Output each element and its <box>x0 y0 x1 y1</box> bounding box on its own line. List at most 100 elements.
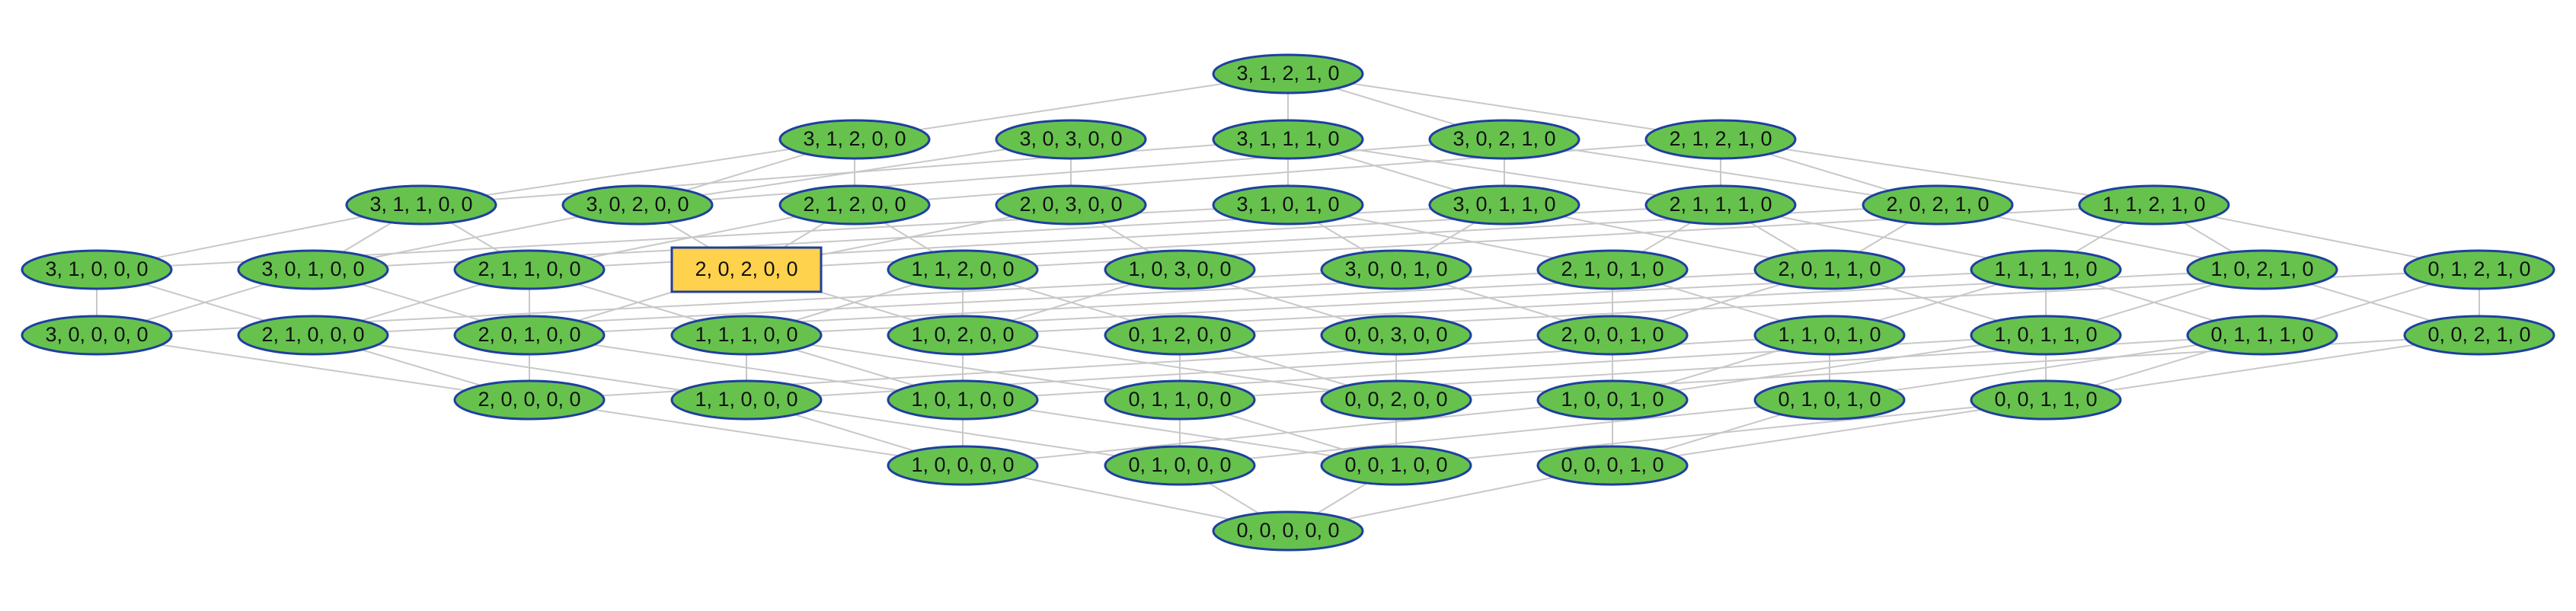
lattice-node: 1, 1, 2, 1, 0 <box>2078 184 2230 226</box>
node-ellipse <box>1753 249 1906 290</box>
node-label: 2, 0, 2, 1, 0 <box>1886 193 1989 216</box>
lattice-node: 2, 0, 2, 0, 0 <box>670 246 823 293</box>
node-label: 1, 0, 1, 0, 0 <box>911 388 1014 411</box>
lattice-node: 0, 1, 1, 1, 0 <box>2186 315 2338 356</box>
node-ellipse <box>1320 445 1472 486</box>
node-ellipse <box>1104 445 1256 486</box>
edge <box>420 139 855 206</box>
node-ellipse <box>670 315 823 356</box>
node-ellipse <box>1320 249 1472 290</box>
node-label: 3, 0, 1, 0, 0 <box>261 258 364 280</box>
lattice-node: 2, 1, 2, 0, 0 <box>778 184 931 226</box>
lattice-node: 0, 1, 1, 0, 0 <box>1104 379 1256 421</box>
edge <box>1179 399 1830 466</box>
lattice-node: 0, 1, 2, 0, 0 <box>1104 315 1256 356</box>
lattice-node: 1, 0, 3, 0, 0 <box>1104 249 1256 290</box>
edge <box>420 139 1289 206</box>
lattice-node: 0, 0, 3, 0, 0 <box>1320 315 1472 356</box>
lattice-node: 1, 1, 1, 1, 0 <box>1970 249 2122 290</box>
node-label: 0, 0, 2, 1, 0 <box>2427 323 2530 346</box>
lattice-node: 0, 0, 0, 1, 0 <box>1536 445 1689 486</box>
node-label: 1, 0, 2, 0, 0 <box>911 323 1014 346</box>
node-ellipse <box>2186 249 2338 290</box>
node-ellipse <box>1428 119 1580 160</box>
node-ellipse <box>995 119 1147 160</box>
lattice-node: 0, 0, 1, 1, 0 <box>1970 379 2122 421</box>
lattice-node: 0, 0, 2, 0, 0 <box>1320 379 1472 421</box>
edge <box>2045 334 2480 401</box>
lattice-node: 3, 0, 0, 1, 0 <box>1320 249 1472 290</box>
node-ellipse <box>1428 184 1580 226</box>
node-ellipse <box>1862 184 2014 226</box>
node-label: 2, 1, 1, 0, 0 <box>478 258 580 280</box>
node-label: 0, 1, 2, 0, 0 <box>1128 323 1231 346</box>
lattice-node: 1, 1, 0, 1, 0 <box>1753 315 1906 356</box>
node-label: 3, 0, 0, 0, 0 <box>45 323 148 346</box>
lattice-node: 1, 1, 2, 0, 0 <box>887 249 1039 290</box>
node-ellipse <box>1104 379 1256 421</box>
lattice-node: 2, 1, 2, 1, 0 <box>1644 119 1797 160</box>
node-label: 0, 1, 1, 1, 0 <box>2210 323 2313 346</box>
node-ellipse <box>887 249 1039 290</box>
node-label: 3, 0, 2, 1, 0 <box>1453 127 1555 150</box>
node-ellipse <box>561 184 714 226</box>
node-label: 1, 1, 0, 1, 0 <box>1778 323 1881 346</box>
node-label: 0, 0, 0, 0, 0 <box>1236 519 1339 542</box>
node-ellipse <box>1212 184 1364 226</box>
lattice-node: 0, 0, 1, 0, 0 <box>1320 445 1472 486</box>
lattice-node: 2, 1, 1, 0, 0 <box>453 249 606 290</box>
node-label: 2, 1, 0, 1, 0 <box>1561 258 1664 280</box>
lattice-node: 3, 1, 1, 1, 0 <box>1212 119 1364 160</box>
lattice-node: 2, 0, 1, 1, 0 <box>1753 249 1906 290</box>
node-label: 2, 0, 0, 0, 0 <box>478 388 580 411</box>
node-label: 1, 0, 0, 1, 0 <box>1561 388 1664 411</box>
node-label: 1, 1, 2, 0, 0 <box>911 258 1014 280</box>
node-label: 1, 0, 0, 0, 0 <box>911 453 1014 476</box>
node-label: 1, 1, 2, 1, 0 <box>2102 193 2205 216</box>
node-ellipse <box>778 119 931 160</box>
lattice-node: 3, 1, 0, 1, 0 <box>1212 184 1364 226</box>
node-label: 0, 0, 2, 0, 0 <box>1344 388 1447 411</box>
node-label: 3, 0, 0, 1, 0 <box>1344 258 1447 280</box>
node-ellipse <box>453 379 606 421</box>
node-ellipse <box>1212 53 1364 94</box>
edge <box>1612 399 2047 466</box>
lattice-node: 1, 1, 0, 0, 0 <box>670 379 823 421</box>
node-ellipse <box>887 315 1039 356</box>
lattice-node: 0, 1, 0, 0, 0 <box>1104 445 1256 486</box>
edge <box>1829 334 2263 401</box>
node-ellipse <box>1536 445 1689 486</box>
edge <box>1720 139 2155 206</box>
edge <box>1287 73 1721 140</box>
node-label: 3, 1, 0, 0, 0 <box>45 258 148 280</box>
node-ellipse <box>1320 379 1472 421</box>
edge <box>529 399 964 466</box>
node-label: 3, 1, 1, 1, 0 <box>1236 127 1339 150</box>
lattice-node: 2, 0, 0, 1, 0 <box>1536 315 1689 356</box>
node-ellipse <box>453 315 606 356</box>
edge <box>962 399 1613 466</box>
node-ellipse <box>670 379 823 421</box>
lattice-node: 1, 0, 1, 0, 0 <box>887 379 1039 421</box>
node-label: 0, 0, 1, 0, 0 <box>1344 453 1447 476</box>
node-ellipse <box>1212 119 1364 160</box>
lattice-node: 3, 1, 0, 0, 0 <box>21 249 173 290</box>
node-ellipse <box>2403 315 2555 356</box>
edge <box>854 73 1289 140</box>
node-ellipse <box>1970 249 2122 290</box>
lattice-node: 3, 1, 1, 0, 0 <box>345 184 497 226</box>
lattice-node: 0, 0, 0, 0, 0 <box>1212 510 1364 552</box>
lattice-node: 2, 0, 0, 0, 0 <box>453 379 606 421</box>
edge <box>1612 334 2047 401</box>
lattice-node: 1, 0, 1, 1, 0 <box>1970 315 2122 356</box>
node-ellipse <box>345 184 497 226</box>
lattice-node: 1, 0, 0, 1, 0 <box>1536 379 1689 421</box>
node-ellipse <box>1536 315 1689 356</box>
node-label: 3, 0, 2, 0, 0 <box>586 193 689 216</box>
node-ellipse <box>1536 249 1689 290</box>
node-label: 3, 0, 1, 1, 0 <box>1453 193 1555 216</box>
node-label: 2, 0, 0, 1, 0 <box>1561 323 1664 346</box>
node-ellipse <box>2078 184 2230 226</box>
node-label: 2, 0, 3, 0, 0 <box>1019 193 1122 216</box>
node-ellipse <box>1104 249 1256 290</box>
